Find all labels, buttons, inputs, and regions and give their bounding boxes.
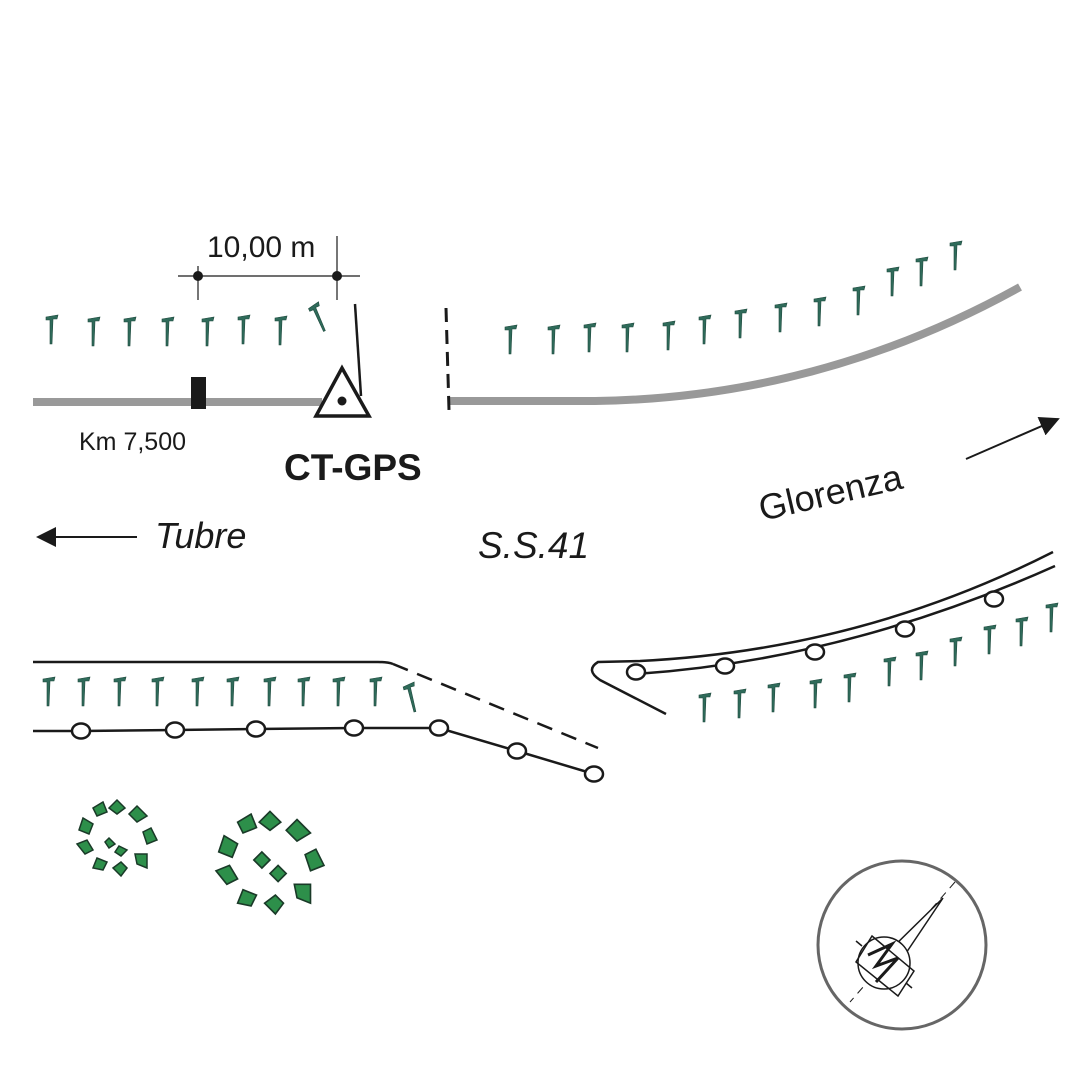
lower-left-guardrail <box>33 726 595 776</box>
grass-tuft-icon <box>886 266 900 297</box>
grass-tuft-icon <box>45 314 59 345</box>
km-post-marker <box>191 377 206 409</box>
lower-right-guardrail <box>635 564 1056 676</box>
grass-tuft-icon <box>915 650 929 681</box>
distance-label: 10,00 m <box>207 231 315 264</box>
grass-tuft-icon <box>774 302 788 333</box>
grass-tuft-icon <box>161 316 175 347</box>
grass-tuft-icon <box>191 676 205 707</box>
grass-tuft-icon <box>583 322 597 353</box>
grass-tuft-icon <box>113 676 127 707</box>
grass-tuft-icon <box>77 676 91 707</box>
grass-tuft-icon <box>767 682 781 713</box>
road-name-label: S.S.41 <box>478 525 589 566</box>
grass-tuft-icon <box>813 296 827 327</box>
compass-north-icon <box>816 859 988 1031</box>
lower-left-road <box>33 660 605 783</box>
station-label: CT-GPS <box>284 447 422 488</box>
upper-road-right-curve <box>450 283 1022 405</box>
lower-right-edge-outer <box>590 550 1054 716</box>
distance-dimension <box>178 236 360 300</box>
grass-tuft-icon <box>42 676 56 707</box>
grass-tuft-icon <box>237 314 251 345</box>
grass-tuft-icon <box>852 285 866 316</box>
grass-tuft-icon <box>662 320 676 351</box>
grass-tuft-icon <box>809 678 823 709</box>
triangle-station-icon <box>313 303 372 418</box>
grass-tuft-icon <box>402 681 422 714</box>
grass-tuft-icon <box>734 308 748 339</box>
direction-arrow-icon-right <box>965 417 1060 460</box>
grass-tuft-icon <box>1015 616 1029 647</box>
grass-tuft-icon <box>504 324 518 355</box>
direction-left-label: Tubre <box>155 515 246 556</box>
grass-tuft-icon <box>949 636 963 667</box>
grass-tuft-icon <box>307 301 332 334</box>
lower-left-edge-line <box>33 660 394 666</box>
grass-tuft-icon <box>123 316 137 347</box>
upper-road <box>33 283 1022 411</box>
tree-icon <box>75 798 159 878</box>
grass-tuft-icon <box>263 676 277 707</box>
grass-tuft-icon <box>1045 602 1059 633</box>
guardrail-posts-right <box>625 590 1005 681</box>
grass-tuft-icon <box>983 624 997 655</box>
lower-left-edge-dashed <box>392 662 599 750</box>
km-marker-label: Km 7,500 <box>79 428 186 456</box>
grass-tuft-icon <box>87 316 101 347</box>
grass-tuft-icon <box>332 676 346 707</box>
grass-tuft-icon <box>621 322 635 353</box>
grass-tuft-icon <box>297 676 311 707</box>
grass-tuft-icon <box>201 316 215 347</box>
lower-left-grass <box>42 676 422 714</box>
upper-left-grass <box>45 301 332 347</box>
guardrail-posts-left <box>70 719 605 783</box>
grass-tuft-icon <box>274 315 288 346</box>
grass-tuft-icon <box>915 256 929 287</box>
upper-right-grass <box>504 240 963 355</box>
direction-right-label: Glorenza <box>755 456 908 529</box>
grass-tuft-icon <box>698 314 712 345</box>
grass-tuft-icon <box>369 676 383 707</box>
grass-tuft-icon <box>843 672 857 703</box>
upper-road-gap-dash <box>444 307 451 411</box>
grass-tuft-icon <box>949 240 963 271</box>
grass-tuft-icon <box>883 656 897 687</box>
grass-tuft-icon <box>547 324 561 355</box>
grass-tuft-icon <box>733 688 747 719</box>
grass-tuft-icon <box>151 676 165 707</box>
lower-right-road <box>590 550 1056 716</box>
grass-tuft-icon <box>698 692 712 723</box>
tree-icon <box>214 810 326 916</box>
grass-tuft-icon <box>226 676 240 707</box>
